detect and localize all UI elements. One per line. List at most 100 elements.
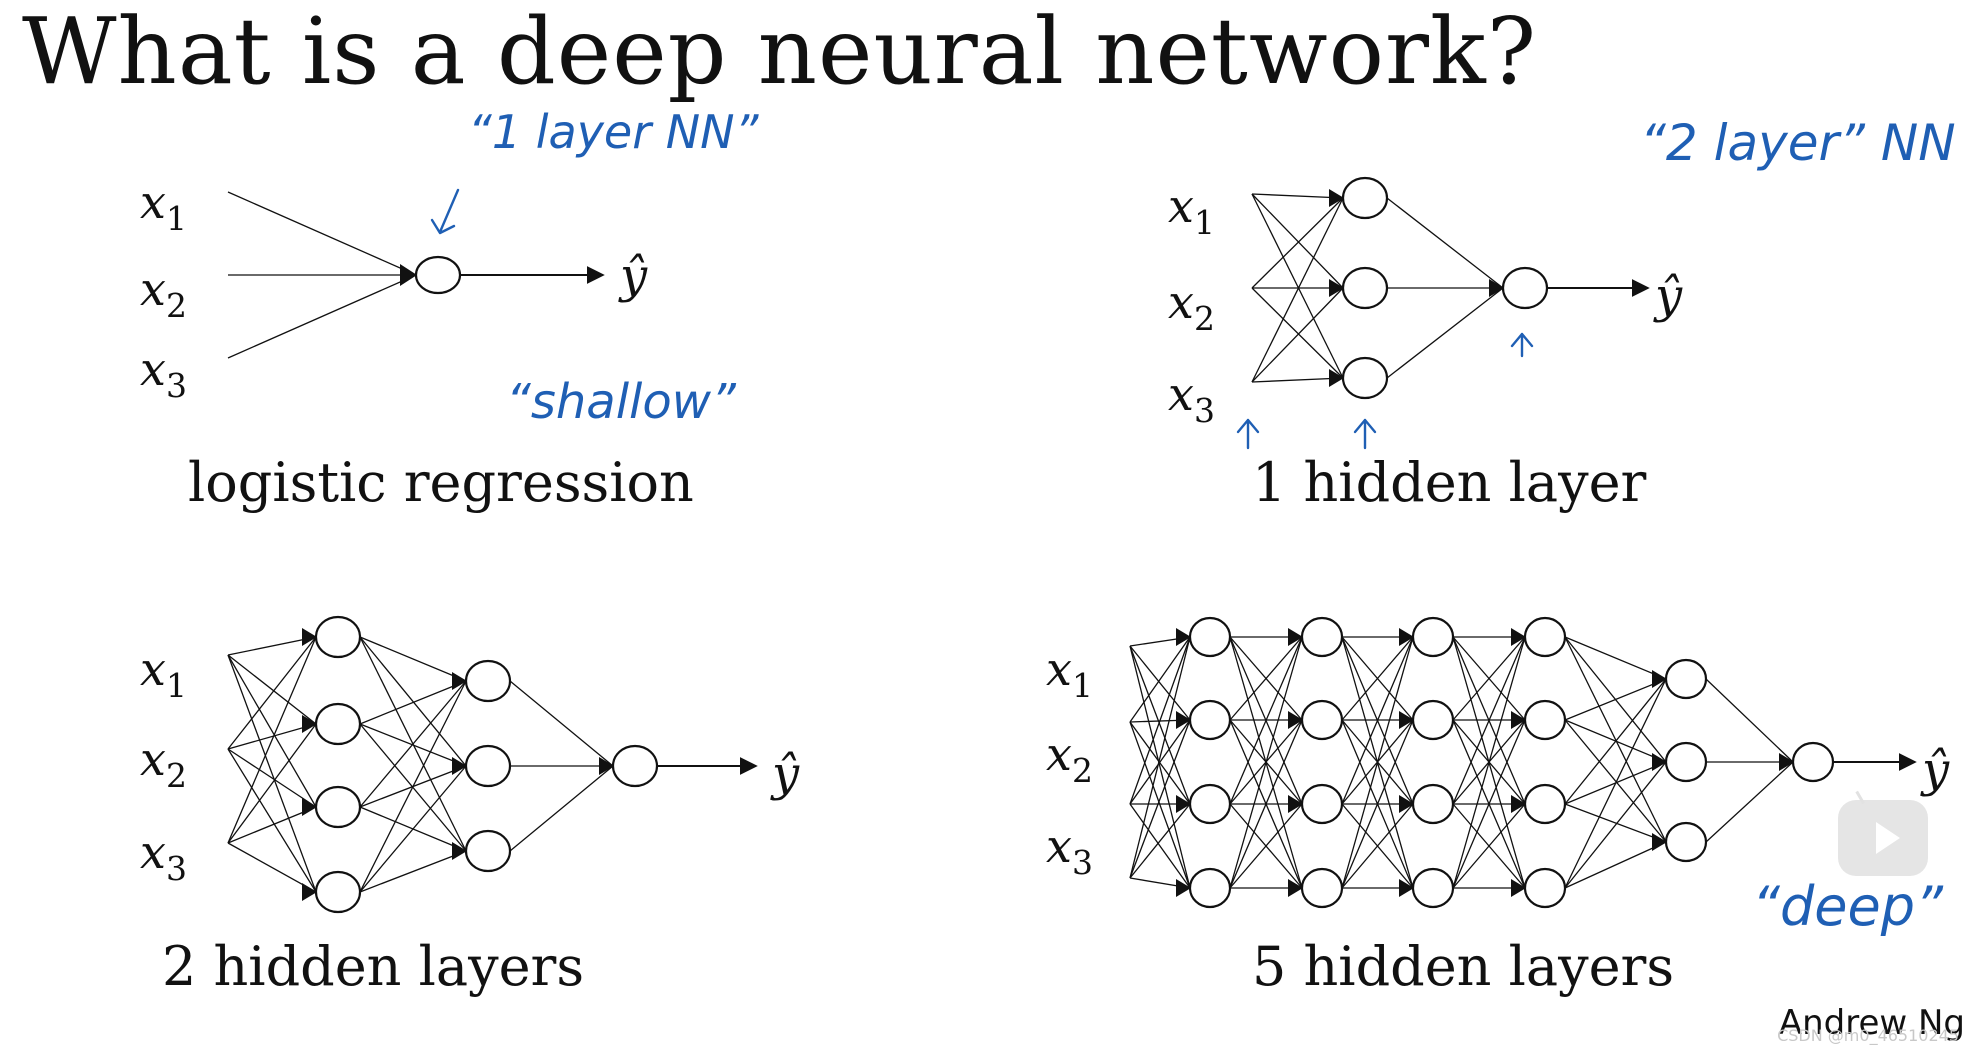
two-hidden-node-l1-4 bbox=[314, 870, 362, 914]
two-hidden-node-l2-3 bbox=[464, 829, 512, 873]
input-label-x2: x2 bbox=[1046, 727, 1093, 790]
two-hidden-edge-arrowhead bbox=[302, 798, 317, 816]
input-label-x3: x3 bbox=[1046, 819, 1093, 882]
five-hidden-edge bbox=[1229, 636, 1303, 721]
one-hidden-edge bbox=[1251, 287, 1344, 383]
five-hidden-edge bbox=[1341, 803, 1414, 889]
five-hidden-edge bbox=[1341, 636, 1414, 889]
five-hidden-edge bbox=[1564, 719, 1667, 763]
ink-arrow-hidden-layer-icon bbox=[1353, 418, 1377, 450]
five-hidden-edge-arrowhead bbox=[1288, 879, 1303, 897]
two-hidden-edge bbox=[227, 654, 317, 808]
caption-2-hidden-layers: 2 hidden layers bbox=[162, 935, 585, 998]
watermark: CSDN @m0_46510245 bbox=[1777, 1026, 1959, 1045]
play-button-icon[interactable] bbox=[1838, 800, 1928, 876]
five-hidden-edge bbox=[1229, 719, 1303, 889]
five-hidden-edge-arrowhead bbox=[1288, 795, 1303, 813]
five-hidden-edge bbox=[1229, 803, 1303, 889]
two-hidden-edge bbox=[359, 636, 467, 767]
two-hidden-edge bbox=[227, 748, 317, 808]
five-hidden-edge bbox=[1129, 803, 1191, 879]
one-hidden-edge bbox=[1251, 193, 1344, 379]
two-hidden-edge bbox=[359, 636, 467, 682]
annotation-shallow: “shallow” bbox=[506, 374, 737, 430]
annotation-1-layer-nn: “1 layer NN” bbox=[468, 105, 760, 159]
one-hidden-edge bbox=[1251, 197, 1344, 383]
two-hidden-output-yhat: ŷ bbox=[770, 746, 800, 802]
one-hidden-node-l1-3 bbox=[1341, 356, 1389, 400]
five-hidden-edge bbox=[1341, 719, 1414, 889]
five-hidden-edge-arrowhead bbox=[1779, 753, 1794, 771]
five-hidden-edge bbox=[1705, 761, 1794, 843]
two-hidden-edge bbox=[227, 636, 317, 750]
one-hidden-edge bbox=[1251, 197, 1344, 289]
five-hidden-edge bbox=[1229, 636, 1303, 805]
five-hidden-edge bbox=[1229, 636, 1303, 889]
input-label-x3: x3 bbox=[140, 342, 187, 405]
five-hidden-edge bbox=[1129, 645, 1191, 889]
caption-logistic-regression: logistic regression bbox=[188, 451, 694, 514]
two-hidden-edge-arrowhead bbox=[452, 672, 467, 690]
five-hidden-node-l4-2 bbox=[1523, 699, 1567, 741]
two-hidden-edge bbox=[227, 842, 317, 893]
five-hidden-node-l3-3 bbox=[1411, 783, 1455, 825]
five-hidden-edge bbox=[1341, 636, 1414, 805]
logreg-edge bbox=[227, 191, 417, 276]
two-hidden-edge bbox=[359, 850, 467, 893]
five-hidden-edge-arrowhead bbox=[1176, 795, 1191, 813]
five-hidden-edge bbox=[1564, 719, 1667, 843]
two-hidden-edge bbox=[227, 636, 317, 656]
input-label-x1: x1 bbox=[1046, 642, 1093, 705]
five-hidden-edge-arrowhead bbox=[1176, 711, 1191, 729]
five-hidden-node-l3-2 bbox=[1411, 699, 1455, 741]
two-hidden-edge bbox=[227, 723, 317, 750]
one-hidden-node-l2-1 bbox=[1501, 266, 1549, 310]
input-label-x1: x1 bbox=[140, 175, 187, 238]
two-hidden-edge bbox=[227, 654, 317, 725]
two-hidden-edge bbox=[509, 765, 614, 852]
two-hidden-edge bbox=[359, 806, 467, 852]
five-hidden-edge bbox=[1129, 645, 1191, 805]
input-label-x2: x2 bbox=[1168, 275, 1215, 338]
five-hidden-edge bbox=[1129, 721, 1191, 889]
annotation-deep: “deep” bbox=[1752, 875, 1944, 938]
five-hidden-edge bbox=[1452, 636, 1526, 889]
five-hidden-node-l4-3 bbox=[1523, 783, 1567, 825]
two-hidden-node-l1-2 bbox=[314, 702, 362, 746]
five-hidden-edge-arrowhead bbox=[1511, 628, 1526, 646]
one-hidden-edge bbox=[1386, 287, 1504, 379]
five-hidden-edge bbox=[1564, 761, 1667, 805]
input-label-x1: x1 bbox=[140, 642, 187, 705]
two-hidden-edge-arrowhead bbox=[452, 757, 467, 775]
two-hidden-edge bbox=[227, 723, 317, 844]
one-hidden-node-l1-2 bbox=[1341, 266, 1389, 310]
five-hidden-edge-arrowhead bbox=[1511, 879, 1526, 897]
five-hidden-node-l2-2 bbox=[1300, 699, 1344, 741]
five-hidden-node-l3-1 bbox=[1411, 616, 1455, 658]
two-hidden-edge-arrowhead bbox=[599, 757, 614, 775]
five-hidden-edge-arrowhead bbox=[1399, 628, 1414, 646]
one-hidden-edge bbox=[1251, 287, 1344, 379]
one-hidden-node-l1-1 bbox=[1341, 176, 1389, 220]
two-hidden-edge-arrowhead bbox=[302, 628, 317, 646]
five-hidden-edge bbox=[1129, 636, 1191, 723]
ink-arrow-input-layer-icon bbox=[1236, 418, 1260, 450]
five-hidden-edge-arrowhead bbox=[1176, 879, 1191, 897]
five-hidden-edge-arrowhead bbox=[1399, 711, 1414, 729]
five-hidden-edge-arrowhead bbox=[1288, 711, 1303, 729]
five-hidden-node-l5-3 bbox=[1664, 821, 1708, 863]
five-hidden-edge bbox=[1129, 721, 1191, 805]
five-hidden-edge bbox=[1564, 636, 1667, 763]
five-hidden-edge bbox=[1452, 719, 1526, 889]
two-hidden-edge bbox=[227, 748, 317, 893]
ink-arrow-to-logreg-node-icon bbox=[430, 188, 460, 235]
author-signature: Andrew Ng bbox=[1778, 1003, 1965, 1043]
two-hidden-node-l2-2 bbox=[464, 744, 512, 788]
five-hidden-edge-arrowhead bbox=[1176, 628, 1191, 646]
logreg-node bbox=[414, 255, 462, 295]
two-hidden-edge bbox=[227, 806, 317, 844]
two-hidden-edge bbox=[359, 636, 467, 852]
five-hidden-edge bbox=[1452, 636, 1526, 721]
